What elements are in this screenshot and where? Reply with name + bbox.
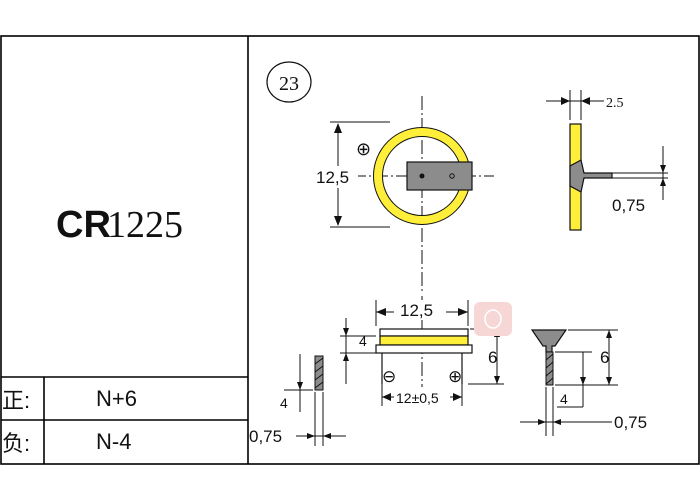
negative-value: N-4: [96, 429, 131, 454]
spacing-arrow-right: [453, 393, 462, 401]
pin-left-arrow-l: [307, 433, 315, 439]
tab-rivet-center: [419, 173, 425, 179]
dim-label-bg: [314, 166, 358, 188]
dim-width-front: 12,5: [400, 301, 433, 320]
spacing-dim-bg: [394, 387, 450, 405]
watermark-mark: [484, 309, 502, 329]
item-number-circle: [266, 61, 312, 103]
pin-left-hatch-3: [314, 373, 324, 381]
tee-hatch-2: [545, 361, 554, 369]
dim-tee-width: 0,75: [614, 413, 647, 432]
pin-left-hatch-1: [314, 357, 324, 365]
watermark-badge: [474, 302, 512, 336]
dim-4-arrow-down: [343, 328, 349, 336]
dim-pin-left-4: 4: [280, 395, 288, 411]
pin-arrow-down: [660, 178, 666, 186]
tab-arrow-right: [581, 97, 590, 105]
front-arrow-left: [376, 308, 386, 316]
arrow-down: [334, 216, 342, 226]
pin-left-hatch-4: [314, 381, 324, 389]
tee-6-arrow-down: [606, 377, 612, 385]
spacing-arrow-left: [382, 393, 391, 401]
dim-tab-thickness: 2.5: [606, 96, 624, 111]
dim-6-arrow-down: [494, 376, 500, 384]
pin-left-hatch-2: [314, 365, 324, 373]
front-arrow-right: [458, 308, 468, 316]
dim-4-arrow-up: [343, 353, 349, 361]
positive-value: N+6: [96, 386, 137, 411]
dim-height-4: 4: [359, 333, 367, 349]
tee-tab-head: [530, 329, 568, 353]
pin-detail-left: [314, 355, 324, 391]
tab-arrow-left: [561, 97, 570, 105]
tee-tab-stem: [545, 351, 554, 386]
front-dim-bg: [394, 300, 446, 320]
tee-6-arrow-up: [606, 330, 612, 338]
tee-width-arrow-l: [538, 419, 546, 425]
model-prefix: CR: [56, 204, 111, 246]
tee-hatch-3: [545, 369, 554, 377]
positive-symbol-top: ⊕: [356, 139, 371, 159]
pin-arrow-up: [660, 165, 666, 173]
dim-pin-spacing: 12±0,5: [396, 390, 439, 406]
solder-tab-top: [406, 161, 473, 191]
dim-tee-height-6: 6: [600, 348, 609, 367]
solder-tab-side: [569, 159, 613, 193]
dim-diameter-top: 12,5: [316, 168, 349, 187]
dim-height-6: 6: [488, 348, 497, 367]
drawing-frame: [0, 35, 700, 465]
negative-label: 负:: [2, 431, 30, 456]
cell-front-body: [379, 335, 469, 346]
dim-pin-width-left: 0,75: [249, 427, 282, 446]
pin-left-4-arrow: [297, 382, 303, 390]
tee-width-arrow-r: [553, 419, 561, 425]
pin-left-arrow-r: [323, 433, 331, 439]
tee-4-arrow: [580, 377, 586, 385]
negative-symbol-front: ⊖: [382, 367, 396, 386]
arrow-up: [334, 123, 342, 133]
dim-pin-width-side: 0,75: [612, 196, 645, 215]
positive-symbol-front: ⊕: [448, 367, 462, 386]
model-number: 1225: [107, 204, 183, 246]
item-number: 23: [279, 73, 299, 95]
tee-hatch-4: [545, 377, 554, 385]
tab-rivet-outer: [449, 173, 455, 179]
cell-front-base: [375, 344, 473, 354]
positive-label: 正:: [2, 388, 30, 413]
dim-tee-height-4: 4: [560, 391, 568, 407]
cell-front-cap: [379, 328, 469, 337]
tee-hatch-1: [545, 353, 554, 361]
